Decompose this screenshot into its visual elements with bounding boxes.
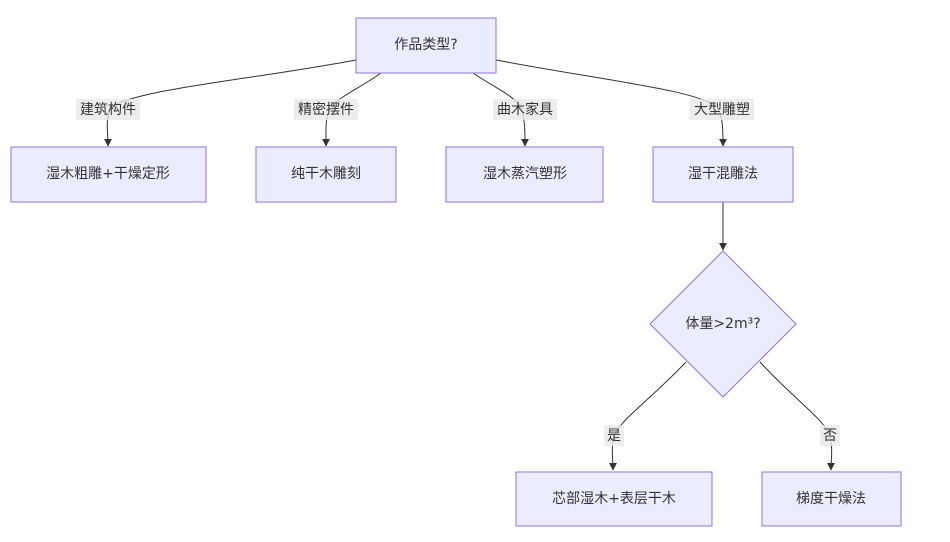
node-decision-label: 体量>2m³? (685, 316, 760, 332)
edge-label-arch-text: 建筑构件 (80, 102, 136, 118)
node-arch-label: 湿木粗雕+干燥定形 (46, 166, 170, 182)
node-large-label: 湿干混雕法 (688, 166, 758, 182)
edge-decision-to-yes (608, 361, 687, 471)
edge-root-to-arch (103, 59, 357, 147)
node-arch: 湿木粗雕+干燥定形 (10, 146, 207, 203)
edge-label-large-text: 大型雕塑 (694, 102, 750, 118)
edge-label-large: 大型雕塑 (690, 99, 754, 120)
edge-label-curved-text: 曲木家具 (497, 101, 553, 118)
node-root: 作品类型? (355, 17, 497, 74)
node-curved: 湿木蒸汽塑形 (445, 146, 604, 203)
edge-labels: 建筑构件 精密摆件 曲木家具 大型雕塑 是 否 (76, 99, 840, 446)
node-no-result: 梯度干燥法 (761, 471, 902, 527)
edge-root-to-large (495, 59, 727, 147)
node-no-result-label: 梯度干燥法 (796, 491, 866, 507)
edge-decision-to-no (759, 361, 836, 471)
node-decision: 体量>2m³? (649, 250, 797, 398)
node-yes-result-label: 芯部湿木+表层干木 (552, 491, 676, 507)
edge-label-fine-text: 精密摆件 (298, 101, 354, 118)
edge-label-yes-text: 是 (607, 428, 621, 444)
edge-label-no: 否 (820, 425, 840, 446)
edge-label-no-text: 否 (823, 428, 837, 444)
node-large: 湿干混雕法 (652, 146, 794, 203)
edge-label-yes: 是 (604, 425, 624, 446)
edge-label-arch: 建筑构件 (76, 99, 140, 120)
node-root-label: 作品类型? (394, 37, 457, 53)
edge-label-fine: 精密摆件 (294, 99, 358, 120)
node-yes-result: 芯部湿木+表层干木 (515, 471, 713, 527)
node-fine: 纯干木雕刻 (255, 146, 397, 203)
node-fine-label: 纯干木雕刻 (291, 166, 361, 182)
node-curved-label: 湿木蒸汽塑形 (483, 166, 567, 182)
edge-label-curved: 曲木家具 (493, 99, 557, 120)
nodes: 作品类型? 湿木粗雕+干燥定形 纯干木雕刻 湿木蒸汽塑形 湿干混雕法 体量>2m… (10, 17, 902, 527)
